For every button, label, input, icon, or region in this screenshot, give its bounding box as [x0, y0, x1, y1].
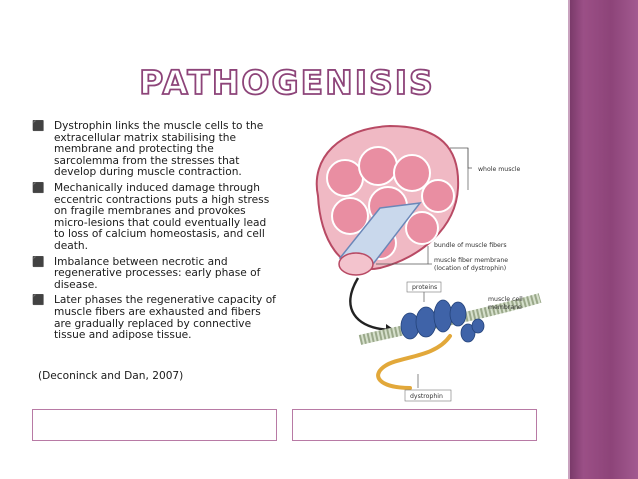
label-dystrophin: dystrophin [410, 393, 443, 400]
label-proteins: proteins [412, 284, 437, 291]
bullet-icon: ⬛ [32, 256, 45, 268]
bullet-item: ⬛ Dystrophin links the muscle cells to th… [32, 120, 277, 179]
label-leader-lines [376, 147, 472, 265]
slide-title-text: PATHOGENISIS [139, 63, 435, 102]
footer-box-left [32, 409, 277, 441]
bullet-list: ⬛ Dystrophin links the muscle cells to th… [32, 120, 277, 346]
label-membrane-2: (location of dystrophin) [434, 265, 506, 272]
bundle-cross-section [338, 252, 374, 276]
dystrophin-box [404, 389, 452, 402]
bullet-item: ⬛ Imbalance between necrotic and regenera… [32, 255, 277, 292]
protein-complex [400, 299, 485, 343]
muscle-diagram: whole muscle bundle of muscle fibers mus… [300, 118, 565, 416]
bullet-text: Mechanically induced damage through ecce… [54, 181, 270, 252]
citation: (Deconinck and Dan, 2007) [38, 370, 184, 382]
label-cell-membrane-1: muscle cell [488, 296, 523, 303]
label-membrane-1: muscle fiber membrane [434, 257, 508, 264]
bullet-text: Imbalance between necrotic and regenerat… [54, 255, 261, 291]
bullet-text: Later phases the regenerative capacity o… [54, 294, 276, 342]
bullet-item: ⬛ Mechanically induced damage through ecc… [32, 181, 277, 253]
footer-box-right [292, 409, 537, 441]
bullet-icon: ⬛ [32, 121, 45, 132]
bullet-item: ⬛ Later phases the regenerative capacity … [32, 295, 277, 341]
label-cell-membrane-2: membrane [488, 304, 522, 311]
bullet-icon: ⬛ [32, 182, 45, 194]
dystrophin-molecule [376, 334, 452, 390]
proteins-box [406, 281, 442, 293]
label-bundle: bundle of muscle fibers [434, 242, 507, 249]
side-bar-divider [568, 0, 570, 479]
bullet-text: Dystrophin links the muscle cells to the… [54, 120, 264, 179]
side-bar [570, 0, 638, 479]
bullet-icon: ⬛ [32, 295, 45, 307]
slide-title: PATHOGENISIS [138, 58, 433, 108]
label-whole-muscle: whole muscle [478, 166, 521, 173]
zoom-arrow [349, 277, 391, 332]
